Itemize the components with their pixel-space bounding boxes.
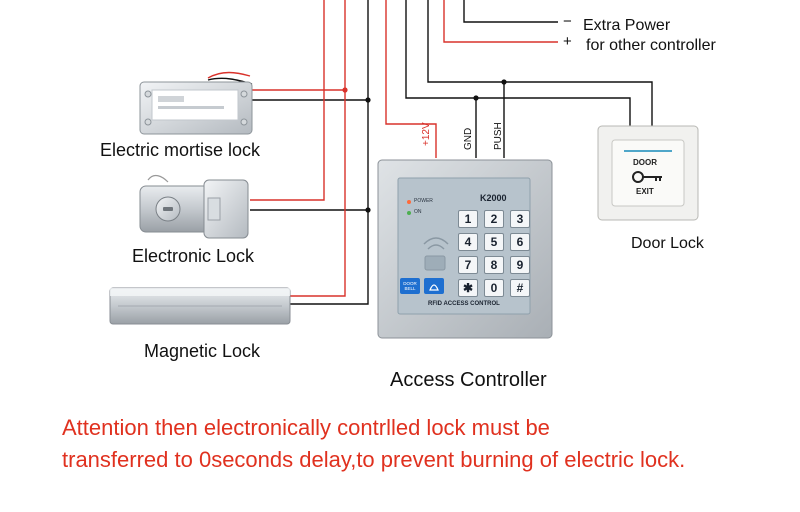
wires bbox=[250, 0, 653, 305]
wire-12v bbox=[385, 0, 437, 158]
keypad-key: 5 bbox=[484, 233, 504, 251]
access-controller-label: Access Controller bbox=[390, 369, 547, 391]
attention-line-1: Attention then electronically contrlled … bbox=[62, 415, 550, 440]
keypad-key: 3 bbox=[510, 210, 530, 228]
keypad-model: K2000 bbox=[480, 193, 507, 203]
wire-gnd bbox=[405, 0, 477, 158]
keypad-key: 0 bbox=[484, 279, 504, 297]
wire-door-b bbox=[476, 97, 631, 128]
wire-extra-power-plus bbox=[443, 0, 558, 43]
wire-mortise-black bbox=[252, 0, 369, 101]
power-minus-sign: − bbox=[563, 13, 572, 30]
keypad-key: ✱ bbox=[458, 279, 478, 297]
keypad-footer: RFID ACCESS CONTROL bbox=[428, 301, 500, 307]
magnetic-lock-image bbox=[109, 287, 291, 325]
door-lock-label: Door Lock bbox=[631, 235, 704, 252]
electronic-lock-label: Electronic Lock bbox=[132, 246, 255, 266]
keypad-led-power: POWER bbox=[414, 198, 433, 204]
wire-magnetic-red bbox=[290, 90, 346, 297]
keypad-doorbell: DOOR BELL bbox=[403, 281, 417, 291]
power-plus-sign: + bbox=[563, 33, 572, 50]
door-button-bottom-text: EXIT bbox=[636, 187, 654, 196]
wire-electronic-red bbox=[250, 0, 325, 201]
keypad-key: 2 bbox=[484, 210, 504, 228]
keypad-key: 9 bbox=[510, 256, 530, 274]
keypad-key: 8 bbox=[484, 256, 504, 274]
door-button-top-text: DOOR bbox=[633, 158, 657, 167]
wire-push bbox=[427, 0, 505, 158]
door-exit-button-image bbox=[597, 125, 699, 221]
keypad-key: 1 bbox=[458, 210, 478, 228]
wire-extra-power-minus bbox=[463, 0, 558, 23]
terminal-push-label: PUSH bbox=[493, 122, 504, 150]
keypad-key: # bbox=[510, 279, 530, 297]
extra-power-label: Extra Power bbox=[583, 17, 671, 34]
keypad-led-on: ON bbox=[414, 209, 422, 215]
other-controller-label: for other controller bbox=[586, 37, 716, 54]
terminal-gnd-label: GND bbox=[463, 127, 474, 150]
wire-door-a bbox=[504, 81, 653, 128]
mortise-lock-label: Electric mortise lock bbox=[100, 140, 261, 160]
keypad-key: 7 bbox=[458, 256, 478, 274]
keypad-key: 6 bbox=[510, 233, 530, 251]
terminal-12v-label: +12V bbox=[421, 122, 432, 146]
wire-magnetic-black bbox=[290, 100, 369, 305]
wire-mortise-red bbox=[252, 0, 346, 91]
mortise-lock-image bbox=[139, 71, 253, 135]
wire-junctions bbox=[342, 79, 507, 213]
keypad-key: 4 bbox=[458, 233, 478, 251]
magnetic-lock-label: Magnetic Lock bbox=[144, 341, 261, 361]
electronic-lock-image bbox=[139, 174, 249, 239]
attention-line-2: transferred to 0seconds delay,to prevent… bbox=[62, 447, 686, 472]
